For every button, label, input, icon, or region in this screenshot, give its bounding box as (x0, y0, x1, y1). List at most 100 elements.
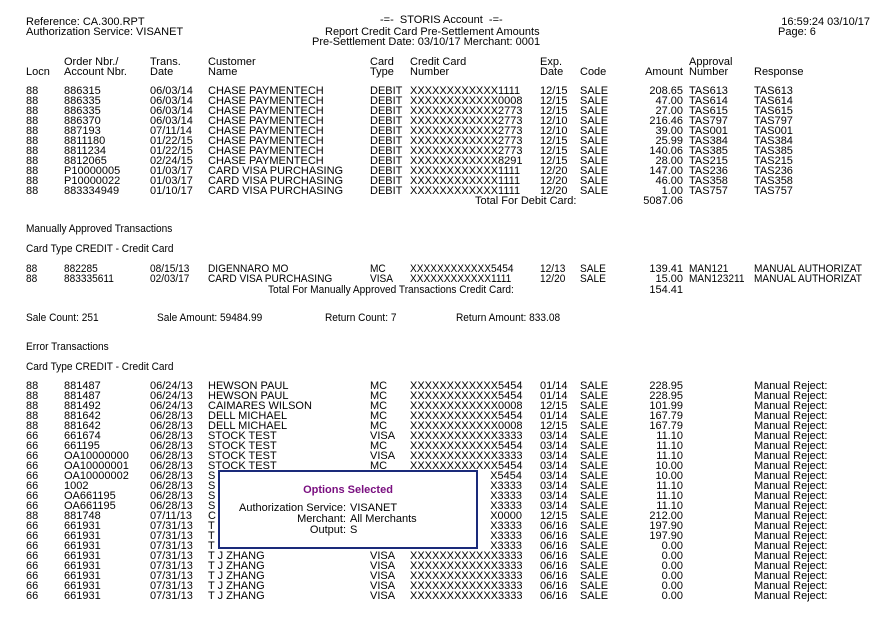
cell-card-number: XXXXXXXXXXXX2773 (410, 145, 523, 157)
cell-order: OA10000000 (64, 450, 129, 462)
cell-response: TAS236 (754, 165, 793, 177)
cell-order: 1002 (64, 480, 89, 492)
cell-customer: T J ZHANG (208, 570, 265, 582)
cell-order: P10000005 (64, 165, 121, 177)
cell-customer: CARD VISA PURCHASING (208, 175, 344, 187)
cell-customer: T (208, 520, 215, 532)
cell-amount: 11.10 (656, 490, 683, 502)
cell-customer: T J ZHANG (208, 560, 265, 572)
manual-total-label: Total For Manually Approved Transactions… (268, 284, 514, 296)
cell-code: SALE (580, 263, 606, 275)
cell-locn: 66 (26, 430, 39, 442)
sale-amount: Sale Amount: 59484.99 (157, 312, 263, 324)
cell-order: 881487 (64, 390, 101, 402)
manual-total-value: 154.41 (649, 284, 683, 296)
report-title: Report Credit Card Pre-Settlement Amount… (325, 26, 540, 38)
cell-approval: TAS757 (689, 185, 728, 197)
col-name: Name (208, 66, 238, 78)
cell-locn: 66 (26, 530, 39, 542)
cell-card-type: VISA (370, 550, 396, 562)
col-order: Order Nbr./ (64, 56, 119, 68)
cell-amount: 197.90 (649, 530, 683, 542)
cell-locn: 88 (26, 185, 39, 197)
cell-code: SALE (580, 590, 609, 602)
cell-card-type: MC (370, 400, 388, 412)
error-card-type: Card Type CREDIT - Credit Card (26, 361, 174, 373)
report-system-title: -=- STORIS Account -=- (380, 14, 503, 26)
cell-customer: S (208, 500, 216, 512)
cell-date: 01/22/15 (150, 145, 193, 157)
cell-customer: DELL MICHAEL (208, 420, 288, 432)
cell-response: TAS384 (754, 135, 793, 147)
cell-amount: 228.95 (649, 380, 683, 392)
cell-locn: 66 (26, 490, 39, 502)
cell-date: 06/28/13 (150, 440, 193, 452)
cell-response: TAS614 (754, 95, 793, 107)
cell-exp: 03/14 (540, 460, 568, 472)
cell-response: Manual Reject: (754, 490, 828, 502)
cell-code: SALE (580, 105, 609, 117)
cell-card-number: XXXXXXXXXXXX5454 (410, 390, 523, 402)
cell-locn: 66 (26, 550, 39, 562)
cell-exp: 06/16 (540, 550, 568, 562)
cell-card-type: DEBIT (370, 115, 403, 127)
cell-amount: 11.10 (656, 450, 683, 462)
cell-customer: CHASE PAYMENTECH (208, 105, 324, 117)
cell-exp: 06/16 (540, 570, 568, 582)
cell-card-number: XXXXXXXXXXXX1111 (410, 175, 521, 187)
cell-order: 661931 (64, 560, 101, 572)
cell-customer: STOCK TEST (208, 440, 277, 452)
cell-order: 886370 (64, 115, 101, 127)
cell-code: SALE (580, 165, 609, 177)
cell-date: 01/10/17 (150, 185, 193, 197)
cell-response: Manual Reject: (754, 570, 828, 582)
cell-code: SALE (580, 125, 609, 137)
cell-response: Manual Reject: (754, 390, 828, 402)
cell-card-number: XXXXXXXXXXXX5454 (410, 380, 523, 392)
cell-card-type: VISA (370, 580, 396, 592)
cell-card-number: XXXXXXXXXXXX3333 (410, 430, 523, 442)
cell-card-type: DEBIT (370, 105, 403, 117)
cell-amount: 197.90 (649, 520, 683, 532)
cell-order: 661931 (64, 580, 101, 592)
cell-exp: 12/15 (540, 135, 568, 147)
cell-card-type: DEBIT (370, 135, 403, 147)
col-response: Response (754, 66, 804, 78)
cell-customer: STOCK TEST (208, 430, 277, 442)
cell-locn: 88 (26, 85, 39, 97)
cell-response: Manual Reject: (754, 550, 828, 562)
cell-date: 01/03/17 (150, 165, 193, 177)
authorization-service: Authorization Service: VISANET (26, 26, 184, 38)
cell-order: 8811180 (64, 135, 106, 147)
cell-locn: 88 (26, 273, 38, 285)
cell-card-type: MC (370, 440, 388, 452)
cell-locn: 88 (26, 115, 39, 127)
cell-amount: 140.06 (649, 145, 683, 157)
cell-card-type: DEBIT (370, 95, 403, 107)
cell-response: TAS613 (754, 85, 793, 97)
cell-date: 02/24/15 (150, 155, 193, 167)
cell-response: Manual Reject: (754, 480, 828, 492)
cell-customer: S (208, 490, 216, 502)
cell-code: SALE (580, 400, 609, 412)
cell-locn: 88 (26, 105, 39, 117)
cell-amount: 47.00 (655, 95, 683, 107)
cell-amount: 212.00 (649, 510, 683, 522)
auth-service-label: Authorization Service: (239, 502, 346, 514)
cell-locn: 88 (26, 135, 39, 147)
page-number: Page: 6 (778, 26, 816, 38)
cell-amount: 11.10 (656, 430, 683, 442)
cell-amount: 28.00 (655, 155, 683, 167)
cell-order: 883335611 (64, 273, 114, 285)
cell-date: 06/03/14 (150, 115, 193, 127)
sale-count: Sale Count: 251 (26, 312, 99, 324)
cell-code: SALE (580, 273, 606, 285)
cell-response: Manual Reject: (754, 430, 828, 442)
cell-date: 06/28/13 (150, 450, 193, 462)
cell-locn: 88 (26, 510, 39, 522)
